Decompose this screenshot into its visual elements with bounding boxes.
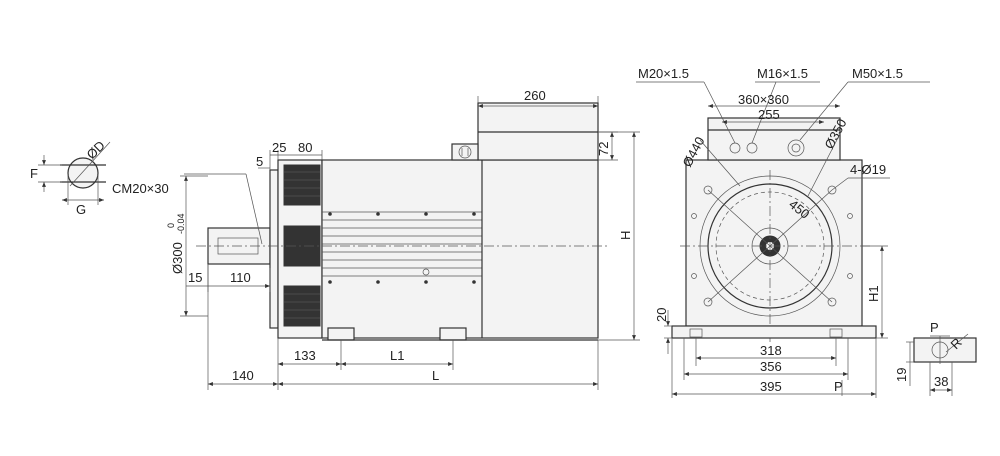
foot-dim-19: 19 — [894, 368, 909, 382]
dim-80: 80 — [298, 140, 312, 155]
shaft-G-label: G — [76, 202, 86, 217]
shaft-dia-upper: 0 — [166, 223, 176, 228]
dim-140: 140 — [232, 368, 254, 383]
dim-L: L — [432, 368, 439, 383]
side-view-dimensions: 260 72 H 25 80 5 CM20×30 Ø300 0 -0.04 — [112, 88, 640, 390]
thread-m16-label: M16×1.5 — [757, 66, 808, 81]
foot-dim-P: P — [930, 320, 939, 335]
body-fins — [322, 211, 482, 277]
side-view — [196, 102, 610, 341]
foot-dim-38: 38 — [934, 374, 948, 389]
dim-25: 25 — [272, 140, 286, 155]
dim-15: 15 — [188, 270, 202, 285]
dim-4d19: 4-Ø19 — [850, 162, 886, 177]
thread-m50-label: M50×1.5 — [852, 66, 903, 81]
dim-H1: H1 — [866, 285, 881, 302]
dim-110: 110 — [230, 270, 251, 285]
dim-72: 72 — [596, 142, 611, 156]
front-view — [671, 117, 877, 345]
dim-395: 395 — [760, 379, 782, 394]
shaft-dia-lower: -0.04 — [176, 213, 186, 234]
foot-detail: P R 19 38 — [894, 320, 977, 396]
dim-356: 356 — [760, 359, 782, 374]
dim-P: P — [834, 379, 843, 394]
thread-m20-label: M20×1.5 — [638, 66, 689, 81]
dim-133: 133 — [294, 348, 316, 363]
dim-360x360: 360×360 — [738, 92, 789, 107]
dim-H: H — [618, 231, 633, 240]
shaft-section-view: F ØD G — [30, 138, 111, 217]
front-view-dimensions: M20×1.5 M16×1.5 M50×1.5 360×360 255 Ø440… — [636, 66, 930, 398]
dim-5: 5 — [256, 154, 263, 169]
dim-318: 318 — [760, 343, 782, 358]
dim-260: 260 — [524, 88, 546, 103]
dim-20: 20 — [654, 308, 669, 322]
dim-255: 255 — [758, 107, 780, 122]
shaft-F-label: F — [30, 166, 38, 181]
shaft-dia-label: Ø300 — [170, 242, 185, 274]
dim-L1: L1 — [390, 348, 404, 363]
thread-center-label: CM20×30 — [112, 181, 169, 196]
